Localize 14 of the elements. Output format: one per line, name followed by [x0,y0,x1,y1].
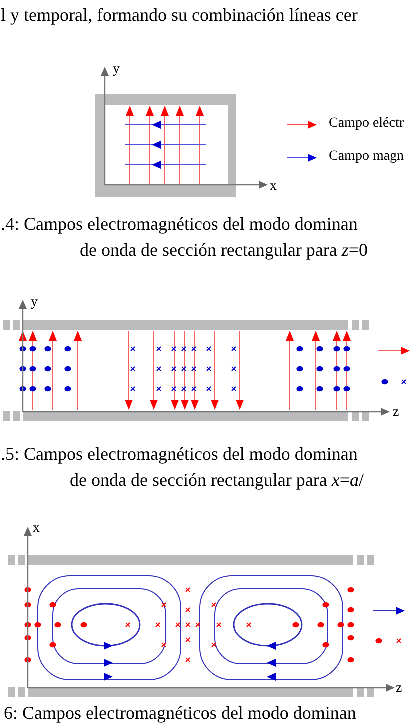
axis-label: z [396,680,402,698]
figure-caption: 6: Campos electromagnéticos del modo dominan [4,702,356,724]
axis-label: y [113,61,120,78]
axis-label: x [33,520,40,538]
legend-text: Campo eléctr [329,117,404,131]
legend-text: Campo magn [329,150,404,164]
figure-caption: .5: Campos electromagnéticos del modo dominan [1,443,358,466]
figure-caption: de onda de sección rectangular para z=0 [80,239,368,262]
body-text: l y temporal, formando su combinación líneas cer [1,4,358,26]
figure-caption: de onda de sección rectangular para x=a/ [70,469,364,492]
figure-caption: .4: Campos electromagnéticos del modo dominan [1,213,358,236]
axis-label: y [31,294,38,312]
axis-label: z [393,404,400,422]
axis-label: x [270,178,277,196]
